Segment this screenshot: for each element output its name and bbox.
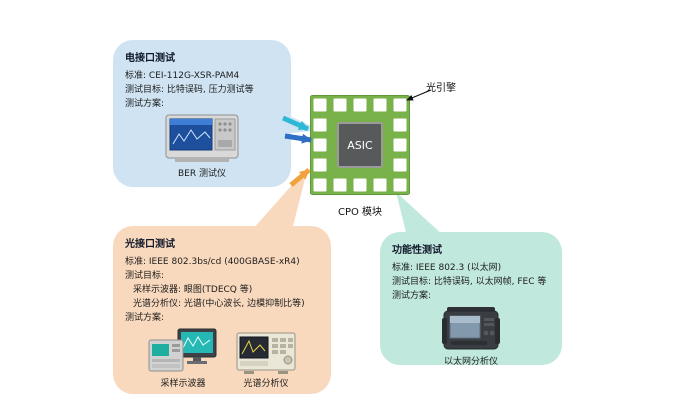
spectrum-analyzer-figure: 光谱分析仪 bbox=[236, 332, 296, 389]
optical-standard-line: 标准: IEEE 802.3bs/cd (400GBASE-xR4) bbox=[125, 257, 300, 267]
electrical-test-title: 电接口测试 bbox=[125, 53, 175, 64]
electrical-figure-row: BER 测试仪 bbox=[125, 114, 279, 179]
asic-chip: ASIC bbox=[337, 122, 383, 168]
ber-tester-label: BER 测试仪 bbox=[178, 169, 226, 179]
functional-standard-line: 标准: IEEE 802.3 (以太网) bbox=[392, 263, 502, 273]
electrical-target-line: 测试目标: 比特误码, 压力测试等 bbox=[125, 85, 254, 95]
sampling-scope-label: 采样示波器 bbox=[160, 379, 206, 389]
electrical-test-bubble: 电接口测试 标准: CEI-112G-XSR-PAM4 测试目标: 比特误码, … bbox=[113, 40, 291, 187]
functional-test-bubble: 功能性测试 标准: IEEE 802.3 (以太网) 测试目标: 比特误码, 以… bbox=[380, 232, 562, 367]
ber-tester-image bbox=[165, 114, 239, 162]
optical-test-title: 光接口测试 bbox=[125, 239, 175, 250]
optical-oscilloscope-line: 采样示波器: 眼图(TDECQ 等) bbox=[133, 285, 253, 295]
functional-target-line: 测试目标: 比特误码, 以太网帧, FEC 等 bbox=[392, 277, 547, 287]
sampling-scope-image bbox=[148, 328, 217, 372]
spectrum-analyzer-label: 光谱分析仪 bbox=[243, 379, 289, 389]
ethernet-analyzer-figure: 以太网分析仪 bbox=[441, 306, 501, 367]
sampling-scope-figure: 采样示波器 bbox=[148, 328, 218, 389]
optical-figure-row: 采样示波器 光谱分析仪 bbox=[125, 328, 319, 389]
ber-tester-figure: BER 测试仪 bbox=[165, 114, 239, 179]
ethernet-analyzer-label: 以太网分析仪 bbox=[443, 357, 498, 367]
electrical-standard-line: 标准: CEI-112G-XSR-PAM4 bbox=[125, 71, 240, 81]
optical-engine-chiplets bbox=[313, 98, 407, 192]
optical-osa-line: 光谱分析仪: 光谱(中心波长, 边模抑制比等) bbox=[133, 299, 305, 309]
ethernet-analyzer-image bbox=[442, 307, 500, 350]
functional-figure-row: 以太网分析仪 bbox=[392, 306, 550, 367]
cpo-module-label: CPO 模块 bbox=[337, 207, 383, 218]
optical-target-line: 测试目标: bbox=[125, 271, 165, 281]
optical-solution-line: 测试方案: bbox=[125, 313, 165, 323]
functional-test-title: 功能性测试 bbox=[392, 245, 442, 256]
optical-engine-label: 光引擎 bbox=[426, 83, 456, 94]
functional-bubble-tail bbox=[396, 192, 444, 236]
functional-solution-line: 测试方案: bbox=[392, 291, 432, 301]
spectrum-analyzer-image bbox=[236, 332, 296, 374]
electrical-solution-line: 测试方案: bbox=[125, 99, 165, 109]
cpo-module: ASIC bbox=[310, 95, 410, 195]
optical-test-bubble: 光接口测试 标准: IEEE 802.3bs/cd (400GBASE-xR4)… bbox=[113, 226, 331, 394]
